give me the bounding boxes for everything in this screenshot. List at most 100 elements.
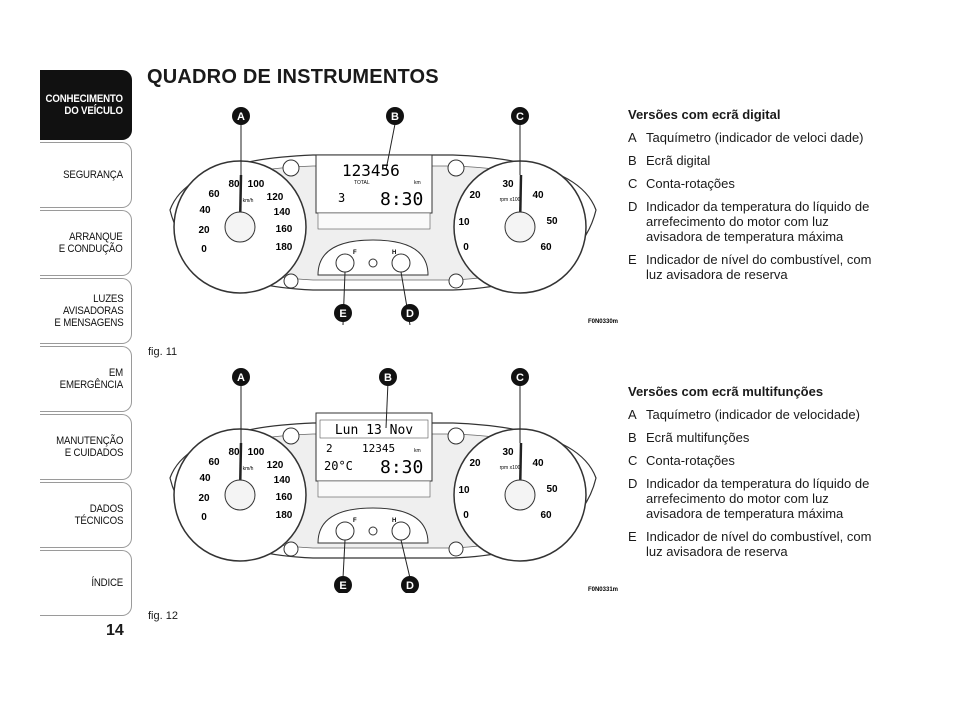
tab-conhecimento-do-veiculo[interactable]: CONHECIMENTO DO VEÍCULO [40,70,132,140]
tacho-tick: 50 [546,216,558,227]
list-item: D Indicador da temperatura do líquido de … [628,476,878,521]
callout-b: B [391,111,399,123]
item-text: Taquímetro (indicador de velocidade) [646,407,860,422]
list-item: E Indicador de nível do combustível, com … [628,252,878,282]
tab-label: CONHECIMENTO DO VEÍCULO [45,93,123,117]
display-km: km [414,448,421,454]
tab-indice[interactable]: ÍNDICE [40,550,132,616]
tacho-tick: 20 [469,190,481,201]
item-text: Indicador da temperatura do líquido de a… [646,199,870,244]
display-date: Lun 13 Nov [335,423,413,438]
instrument-cluster-svg: A B C 0 20 40 60 80 100 120 140 160 180 … [169,107,618,325]
page-title: QUADRO DE INSTRUMENTOS [147,66,439,88]
display-gear: 3 [338,191,345,205]
item-key: B [628,430,637,445]
speedo-tick: 100 [248,179,265,190]
tab-label: DADOS TÉCNICOS [74,503,123,527]
tab-seguranca[interactable]: SEGURANÇA [40,142,132,208]
item-text: Conta-rotações [646,453,735,468]
speedo-tick: 100 [248,447,265,458]
callout-d: D [406,580,414,592]
temp-hot-label: H [392,250,396,256]
item-text: Ecrã multifunções [646,430,750,445]
callout-a: A [237,372,245,384]
tab-label: EM EMERGÊNCIA [59,367,124,391]
tab-dados-tecnicos[interactable]: DADOS TÉCNICOS [40,482,132,548]
display-clock: 8:30 [380,457,423,478]
item-key: C [628,176,638,191]
display-odometer: 12345 [362,442,395,455]
tab-label: LUZES AVISADORAS E MENSAGENS [53,293,123,329]
speedo-tick: 160 [276,492,293,503]
figure-code: F0N0330m [588,319,618,325]
figure-multifunction-display: A B C 0 20 40 60 80 100 120 140 160 180 … [148,368,620,593]
list-item: B Ecrã multifunções [628,430,878,445]
speedo-tick: 80 [228,179,240,190]
item-text: Indicador de nível do combustível, com l… [646,529,872,559]
fuel-full-label: F [353,518,357,524]
display-km: km [414,180,421,186]
speedo-unit: km/h [243,466,254,472]
display-gear: 2 [326,442,333,455]
tacho-tick: 30 [502,179,514,190]
section-multifunction-display: Versões com ecrã multifunções A Taquímetr… [628,384,878,567]
speedo-tick: 120 [267,460,284,471]
display-total: TOTAL [354,180,370,186]
instrument-cluster-svg: A B C 0 20 40 60 80 100 120 140 160 180 … [169,368,618,593]
display-odometer: 123456 [342,161,400,180]
list-item: D Indicador da temperatura do líquido de … [628,199,878,244]
speedo-tick: 180 [276,510,293,521]
speedo-tick: 160 [276,224,293,235]
tab-label: MANUTENÇÃO E CUIDADOS [55,435,123,459]
tacho-unit: rpm x100 [500,197,521,203]
figure-caption: fig. 11 [148,346,178,358]
tacho-tick: 40 [532,190,544,201]
callout-e: E [339,308,346,320]
list-item: E Indicador de nível do combustível, com … [628,529,878,559]
callout-c: C [516,372,524,384]
tab-arranque-e-conducao[interactable]: ARRANQUE E CONDUÇÃO [40,210,132,276]
tab-label: SEGURANÇA [63,169,123,181]
speedo-tick: 40 [199,205,211,216]
list-item: A Taquímetro (indicador de velocidade) [628,407,878,422]
section-heading: Versões com ecrã digital [628,107,781,122]
tacho-tick: 10 [458,217,470,228]
callout-e: E [339,580,346,592]
speedo-unit: km/h [243,198,254,204]
item-text: Ecrã digital [646,153,711,168]
item-key: A [628,130,637,145]
item-key: E [628,252,637,267]
callout-c: C [516,111,524,123]
section-heading: Versões com ecrã multifunções [628,384,824,399]
tacho-tick: 10 [458,485,470,496]
tacho-tick: 0 [463,510,469,521]
temp-hot-label: H [392,518,396,524]
tacho-tick: 20 [469,458,481,469]
speedo-tick: 120 [267,192,284,203]
figure-digital-display: A B C 0 20 40 60 80 100 120 140 160 180 … [148,100,620,325]
item-key: D [628,199,638,214]
tacho-tick: 60 [540,510,552,521]
tab-em-emergencia[interactable]: EM EMERGÊNCIA [40,346,132,412]
tab-luzes-avisadoras[interactable]: LUZES AVISADORAS E MENSAGENS [40,278,132,344]
speedo-tick: 20 [198,225,210,236]
display-temperature: 20°C [324,459,353,473]
callout-d: D [406,308,414,320]
tab-manutencao-e-cuidados[interactable]: MANUTENÇÃO E CUIDADOS [40,414,132,480]
item-key: E [628,529,637,544]
item-key: A [628,407,637,422]
figure-code: F0N0331m [588,587,618,593]
fuel-full-label: F [353,250,357,256]
callout-b: B [384,372,392,384]
callout-a: A [237,111,245,123]
tacho-unit: rpm x100 [500,465,521,471]
speedo-tick: 140 [274,207,291,218]
tacho-tick: 30 [502,447,514,458]
item-text: Indicador da temperatura do líquido de a… [646,476,870,521]
item-text: Indicador de nível do combustível, com l… [646,252,872,282]
item-key: D [628,476,638,491]
